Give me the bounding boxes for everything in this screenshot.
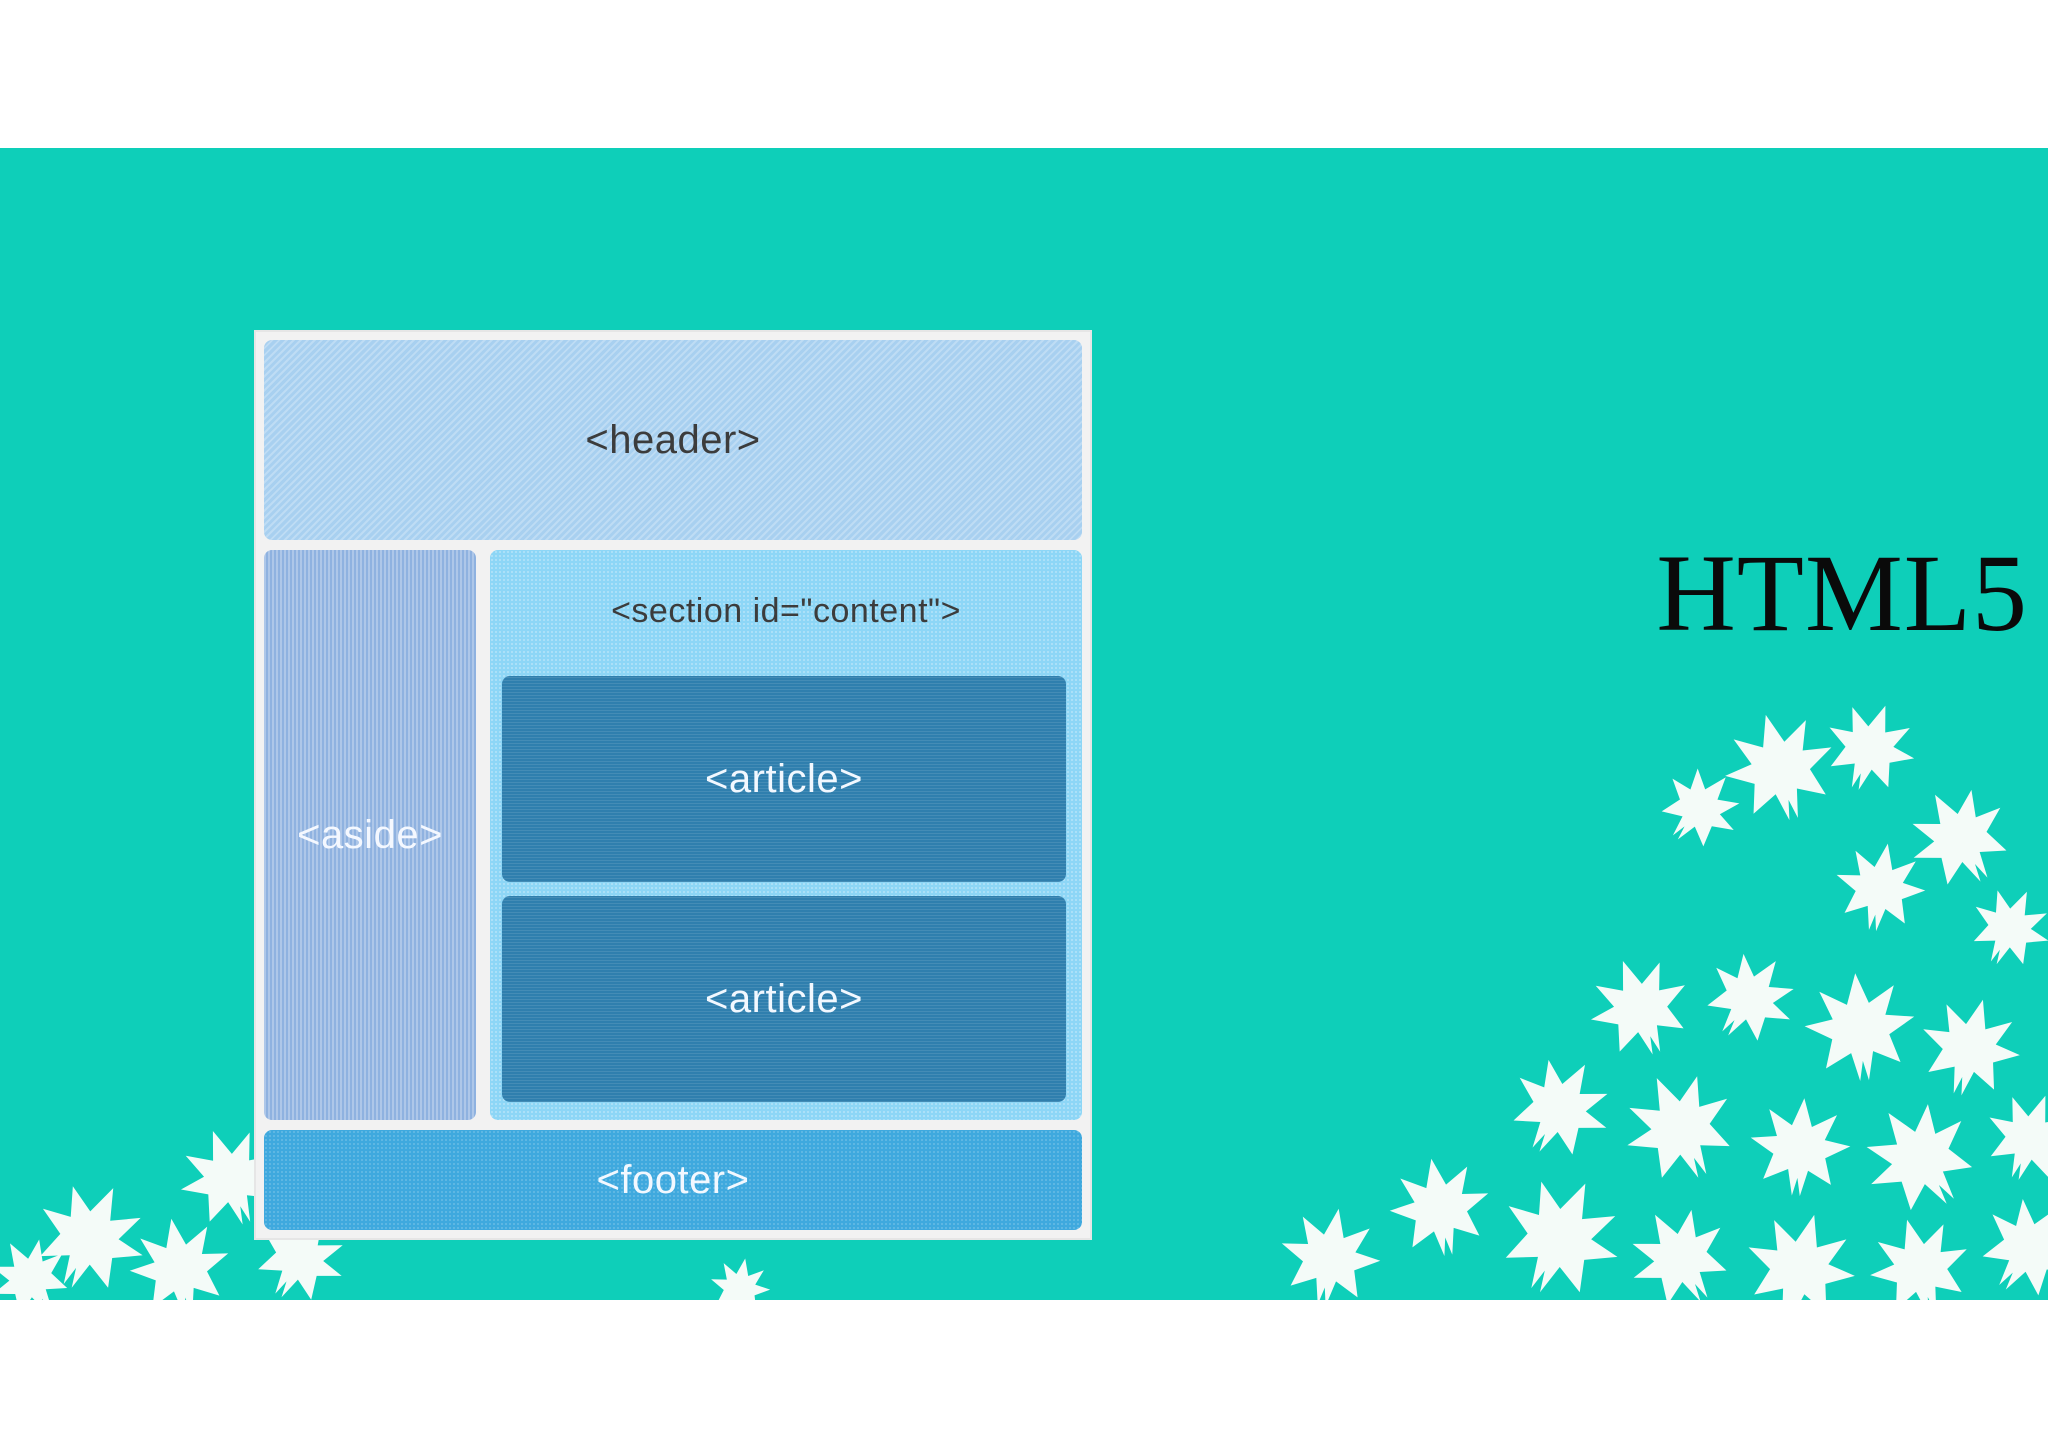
article-label-2: <article> [705, 976, 863, 1021]
leaf-cluster-right [1272, 690, 2048, 1300]
footer-label: <footer> [596, 1157, 750, 1202]
teal-background-band: HTML5 <header> <aside> <section id="cont… [0, 148, 2048, 1300]
footer-box: <footer> [264, 1130, 1082, 1230]
header-box: <header> [264, 340, 1082, 540]
aside-box: <aside> [264, 550, 476, 1120]
aside-label: <aside> [297, 812, 443, 857]
article-box-2: <article> [502, 896, 1066, 1102]
article-box-1: <article> [502, 676, 1066, 882]
article-label-1: <article> [705, 756, 863, 801]
layout-diagram: <header> <aside> <section id="content"> … [254, 330, 1092, 1240]
section-label: <section id="content"> [611, 592, 961, 630]
slide-title: HTML5 [1656, 532, 2028, 654]
header-label: <header> [585, 417, 761, 462]
